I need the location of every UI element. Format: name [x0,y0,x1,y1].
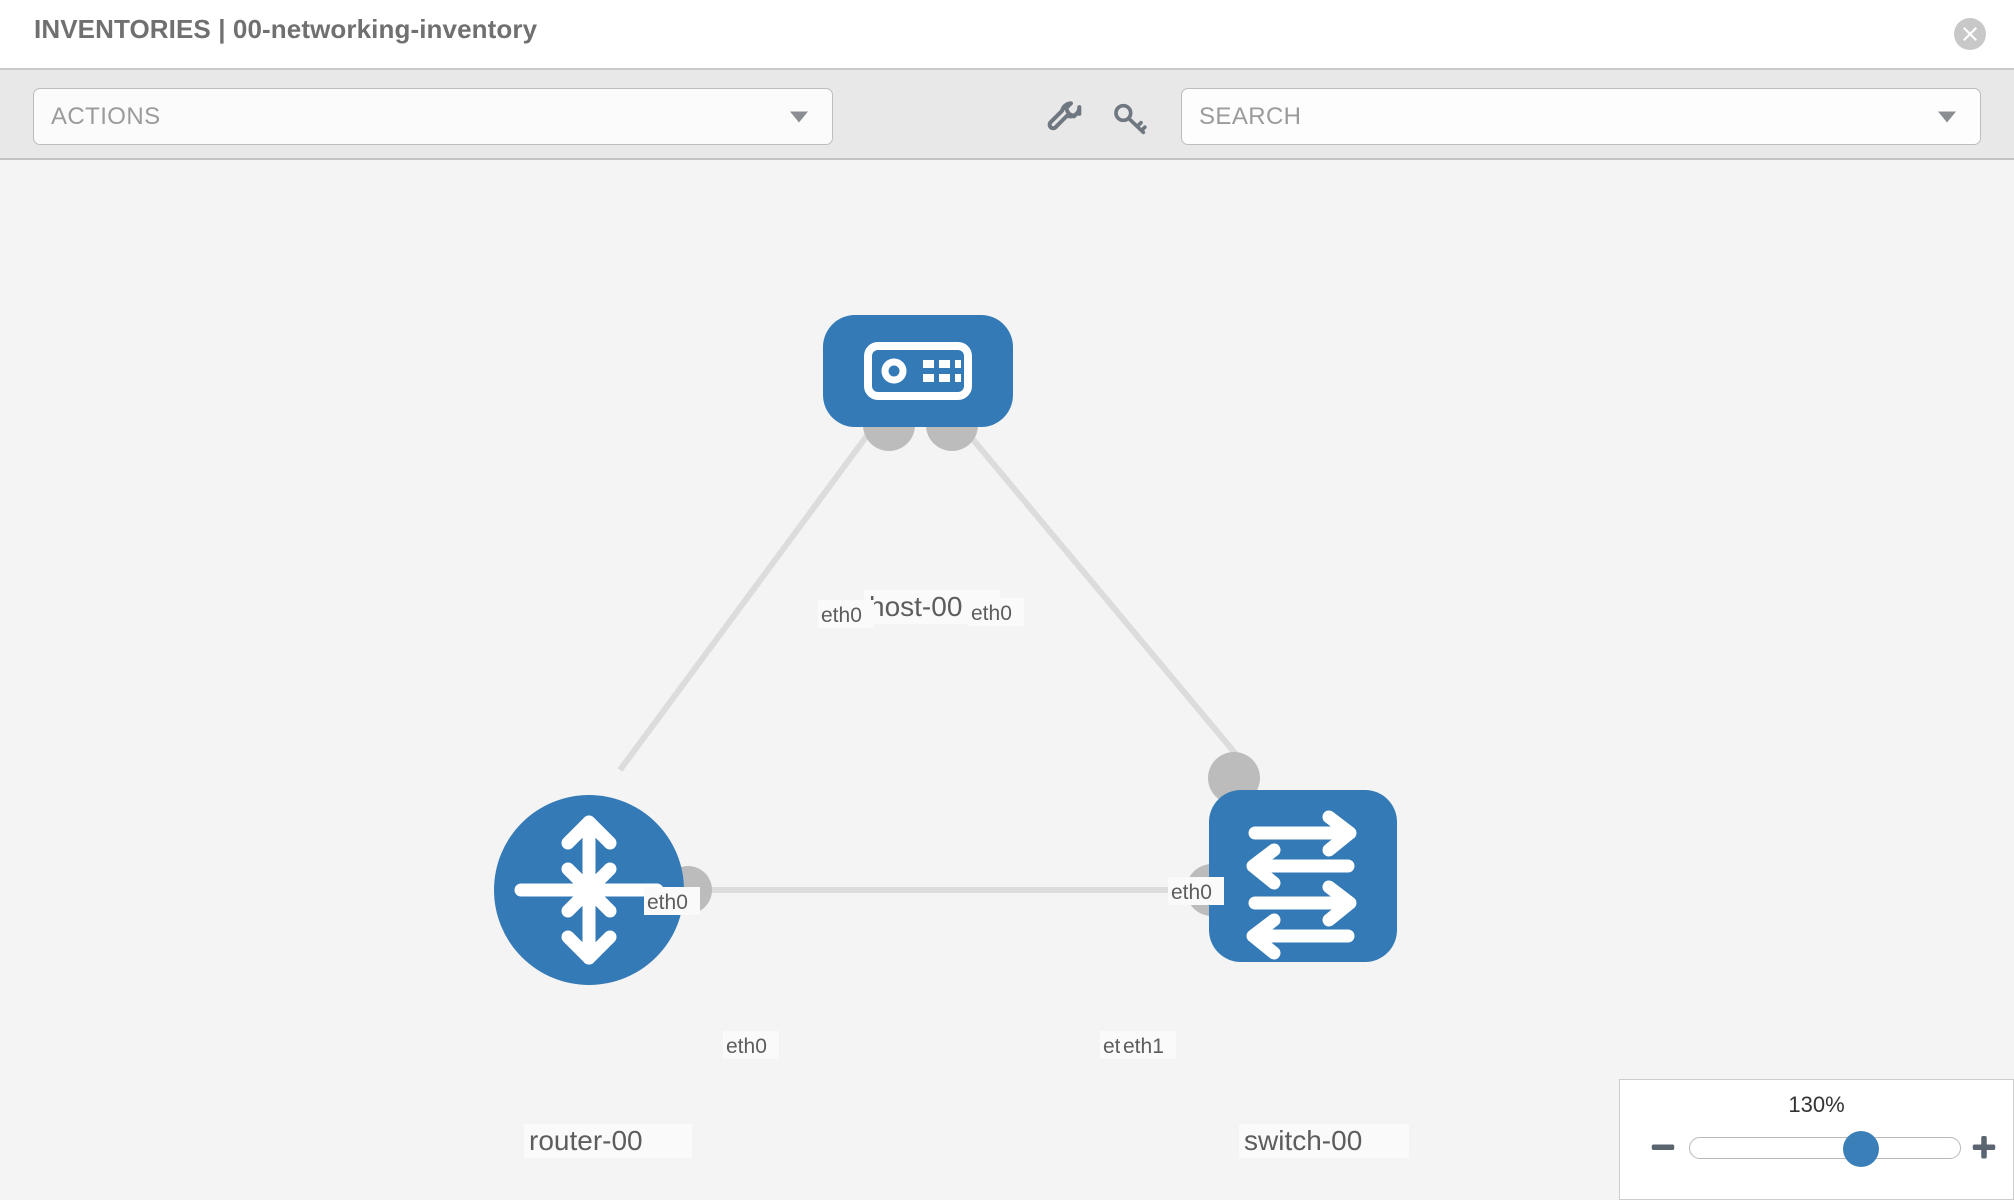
switch-node-label: switch-00 [1244,1125,1362,1156]
wrench-icon[interactable] [1046,98,1086,138]
router-arrows-icon [514,815,664,965]
topology-canvas[interactable]: host-00 router-00 [0,160,2014,1200]
edge-host-router[interactable] [617,416,883,772]
iface-label-router-up: eth0 [647,891,688,914]
iface-bg-4 [1168,877,1224,905]
iface-label-host-right: eth0 [971,602,1012,625]
iface-label-router-right: eth0 [726,1035,767,1058]
node-host-00[interactable]: host-00 [823,315,1013,624]
plus-icon[interactable] [1969,1132,1999,1162]
key-icon[interactable] [1110,98,1150,138]
switch-arrows-icon [1246,810,1357,960]
plus-glyph [1972,1136,1996,1159]
toolbar: ACTIONS [0,68,2014,160]
actions-dropdown-label: ACTIONS [51,102,161,130]
node-switch-00[interactable]: switch-00 [1209,790,1409,1158]
actions-dropdown[interactable]: ACTIONS [33,88,833,145]
zoom-slider-thumb[interactable] [1843,1131,1879,1167]
chevron-down-icon [790,111,808,122]
wrench-glyph [1047,101,1082,131]
iface-bg-1 [818,600,874,628]
zoom-percent-label: 130% [1788,1092,1845,1117]
close-glyph [1963,27,1977,41]
edge-host-switch[interactable] [952,416,1248,767]
topology-edges [617,416,1248,893]
iface-bg-2 [968,598,1024,626]
minus-icon[interactable] [1648,1132,1678,1162]
iface-label-host-left: eth0 [821,604,862,627]
router-node-label: router-00 [529,1125,643,1156]
host-node-label: host-00 [869,591,962,622]
node-router-00[interactable]: router-00 [494,795,692,1158]
close-icon[interactable] [1954,18,1986,50]
minus-glyph [1651,1144,1675,1150]
topology-connectors [664,399,1260,916]
zoom-slider[interactable] [1689,1131,1961,1167]
iface-bg-6b [1120,1031,1176,1059]
iface-bg-3 [644,887,700,915]
chevron-down-icon[interactable] [1938,111,1956,122]
server-icon [864,342,972,400]
topology-graph: host-00 router-00 [494,315,1409,1158]
interface-labels: eth0 eth0 eth0 eth0 eth0 eth0 eth1 [644,598,1224,1059]
iface-label-switch-up: eth0 [1171,881,1212,904]
page-header: INVENTORIES | 00-networking-inventory [0,0,2014,68]
search-input[interactable] [1199,102,1899,131]
page-title: INVENTORIES | 00-networking-inventory [34,14,538,44]
host-node-shape[interactable] [823,315,1013,427]
search-field[interactable] [1181,88,1981,145]
switch-label-bg [1239,1124,1409,1158]
iface-label-switch-left: eth1 [1123,1035,1164,1058]
key-glyph [1114,103,1147,135]
iface-bg-5 [723,1031,779,1059]
zoom-control-panel: 130% [1619,1079,2014,1200]
router-label-bg [524,1124,692,1158]
